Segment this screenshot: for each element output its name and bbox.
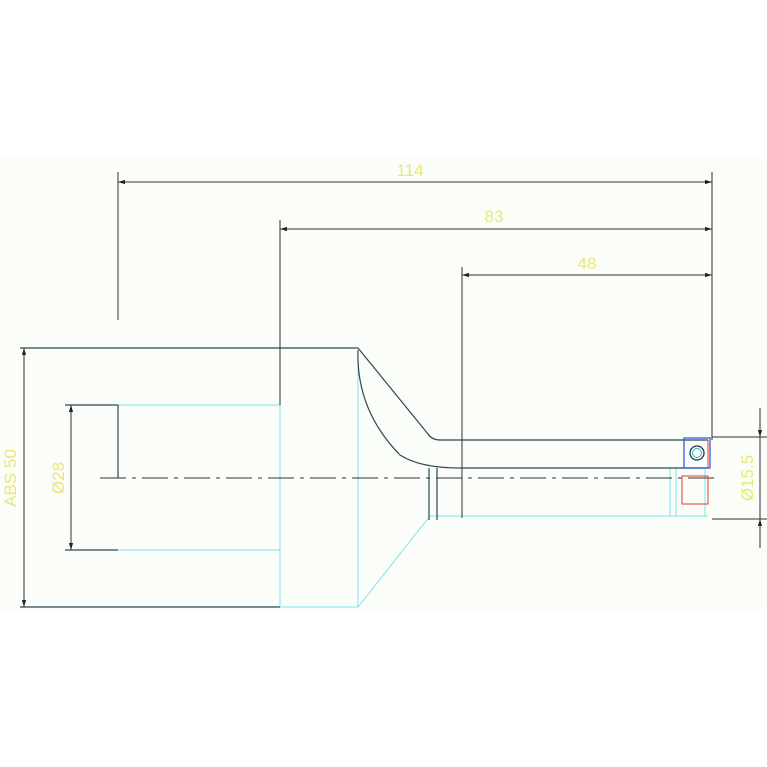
dimension-shank-to-tip (279, 220, 712, 405)
dimension-text-15-5: Ø15.5 (738, 455, 757, 501)
dimension-text-28: Ø28 (49, 462, 68, 494)
hidden-edges (118, 350, 708, 608)
dimension-text-83: 83 (485, 207, 504, 226)
dimension-text-48: 48 (578, 254, 597, 273)
tip-insert (681, 437, 711, 505)
dimension-text-abs50: ABS 50 (1, 449, 20, 507)
dimension-blade-length (461, 267, 712, 518)
dimension-overall-length (117, 172, 713, 440)
part-outline (20, 347, 708, 608)
dimension-text-114: 114 (396, 161, 423, 180)
dimension-tip-diameter (712, 408, 767, 548)
drawing-sheet (0, 158, 767, 610)
